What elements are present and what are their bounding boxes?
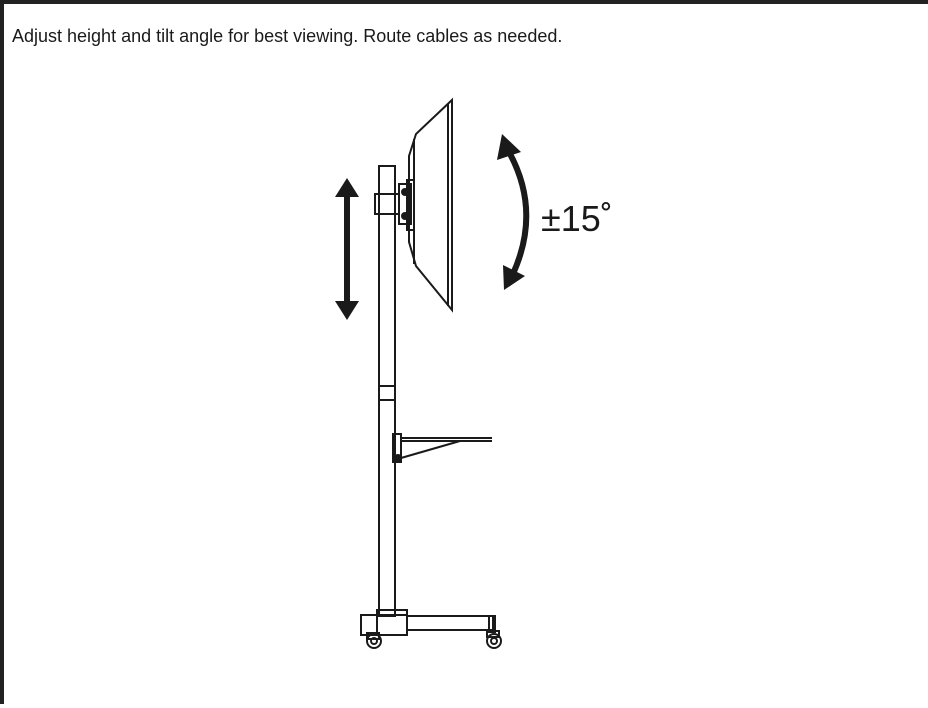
height-adjust-arrow-icon bbox=[335, 178, 359, 320]
shelf bbox=[392, 433, 492, 463]
tilt-angle-label: ±15˚ bbox=[541, 198, 613, 239]
tilt-arrow-icon bbox=[497, 134, 530, 290]
stand-base bbox=[360, 609, 496, 636]
tv-screen bbox=[408, 97, 453, 313]
caster-wheels bbox=[366, 630, 502, 649]
tv-stand-diagram: ±15˚ bbox=[335, 97, 613, 649]
instruction-text: Adjust height and tilt angle for best vi… bbox=[12, 26, 563, 46]
stand-pole bbox=[378, 165, 396, 617]
